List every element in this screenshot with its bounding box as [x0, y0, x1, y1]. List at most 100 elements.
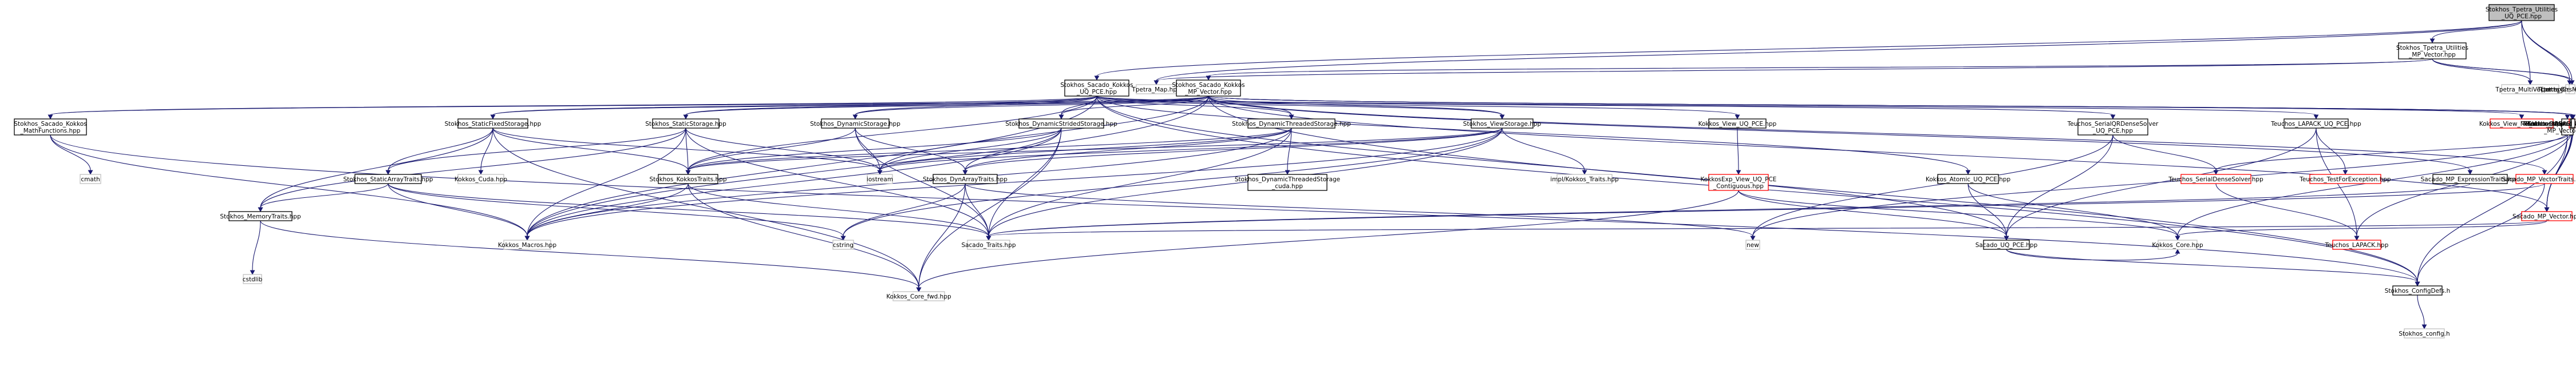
node-label: Stokhos_Tpetra_Utilities: [2486, 6, 2558, 13]
edge-arrowhead-vs-to-iostream: [877, 170, 883, 175]
edge-skmath-to-kmacros: [50, 134, 528, 237]
node-sat[interactable]: Stokhos_StaticArrayTraits.hpp: [343, 174, 433, 184]
node-label: _UQ_PCE.hpp: [2501, 13, 2542, 20]
node-ikt: impl/Kokkos_Traits.hpp: [1550, 174, 1619, 184]
node-cmath: cmath: [80, 174, 101, 184]
node-skt[interactable]: Stokhos_KokkosTraits.hpp: [649, 174, 727, 184]
node-dts[interactable]: Stokhos_DynamicThreadedStorage.hpp: [1232, 118, 1351, 129]
node-label: Teuchos_LAPACK.hpp: [2325, 242, 2389, 249]
edge-skmpv-to-iostream: [879, 95, 1209, 171]
node-label: _MathFunctions.hpp: [20, 128, 81, 134]
node-new: new: [1745, 240, 1760, 250]
node-label: Sacado_MP_Vector.hpp: [2512, 213, 2576, 220]
node-kcorefwd: Kokkos_Core_fwd.hpp: [886, 291, 951, 301]
node-kevc[interactable]: KokkosExp_View_UQ_PCE_Contiguous.hpp: [1701, 174, 1777, 191]
edge-arrowhead-tumpv-to-skmpv: [1206, 75, 1211, 81]
node-kmacros: Kokkos_Macros.hpp: [498, 240, 556, 250]
edge-sdat-to-new: [965, 183, 1753, 237]
node-label: Stokhos_StaticStorage.hpp: [645, 121, 726, 128]
node-box: [2180, 174, 2251, 184]
node-skupce[interactable]: Stokhos_Sacado_Kokkos_UQ_PCE.hpp: [1060, 79, 1133, 97]
node-ss[interactable]: Stokhos_StaticStorage.hpp: [645, 118, 726, 129]
edge-arrowhead-vs-to-skt: [685, 170, 691, 175]
edge-arrowhead-skmpv-to-smpvt: [2542, 170, 2547, 175]
edge-vs-to-stt: [988, 128, 1503, 237]
node-smpv[interactable]: Sacado_MP_Vector.hpp: [2512, 211, 2576, 221]
node-label: Kokkos_Atomic_MP_Vector.hpp: [2527, 121, 2576, 128]
node-tmap: Tpetra_Map.hpp: [1131, 84, 1181, 94]
edge-root-to-tumpv: [2432, 20, 2522, 39]
edge-dss-to-kmacros: [527, 128, 1062, 237]
node-tsqrupce[interactable]: Teuchos_SerialQRDenseSolver_UQ_PCE.hpp: [2067, 118, 2159, 136]
node-label: Stokhos_MemoryTraits.hpp: [220, 213, 301, 220]
edge-arrowhead-smt-to-cstdlib: [250, 270, 255, 275]
node-sfs[interactable]: Stokhos_StaticFixedStorage.hpp: [445, 118, 542, 129]
node-skmath[interactable]: Stokhos_Sacado_Kokkos_MathFunctions.hpp: [14, 118, 87, 136]
node-ttfe[interactable]: Teuchos_TestForException.hpp: [2299, 174, 2391, 184]
node-smpvt[interactable]: Sacado_MP_VectorTraits.hpp: [2502, 174, 2576, 184]
edge-arrowhead-tumpv-to-tcrsm: [2569, 80, 2575, 85]
node-kaupce[interactable]: Kokkos_Atomic_UQ_PCE.hpp: [1926, 174, 2011, 184]
node-tlupce[interactable]: Teuchos_LAPACK_UQ_PCE.hpp: [2270, 118, 2361, 129]
node-scd[interactable]: Stokhos_ConfigDefs.h: [2385, 285, 2450, 296]
edge-skt-to-kcorefwd: [688, 183, 919, 288]
edge-arrowhead-vs-to-sdat: [962, 170, 968, 175]
node-kvmpv[interactable]: Kokkos_View_MP_Vector.hpp: [2479, 118, 2565, 129]
node-tsqrmpv[interactable]: Teuchos_SerialQRDenseSolver_MP_Vector.hp…: [2522, 118, 2576, 136]
node-supce[interactable]: Sacado_UQ_PCE.hpp: [1976, 240, 2038, 250]
edge-skmpv-to-sfs: [492, 95, 1209, 116]
node-label: Sacado_MP_ExpressionTraits.hpp: [2421, 176, 2520, 183]
edge-skmpv-to-dts: [1208, 95, 1292, 116]
node-label: Sacado_UQ_PCE.hpp: [1976, 242, 2038, 249]
node-kampv[interactable]: Kokkos_Atomic_MP_Vector.hpp: [2527, 118, 2576, 129]
edge-kampv-to-smpv: [2546, 128, 2574, 208]
edge-tlmpv-to-new: [1752, 128, 2573, 237]
node-sdtsc[interactable]: Stokhos_DynamicThreadedStorage_cuda.hpp: [1235, 174, 1340, 191]
edge-arrowhead-tsds-to-tlapack: [2354, 236, 2360, 241]
edge-arrowhead-kvupce-to-kevc: [1736, 170, 1741, 175]
node-label: impl/Kokkos_Traits.hpp: [1550, 176, 1619, 183]
node-label: Stokhos_Tpetra_Utilities: [2396, 45, 2468, 51]
node-iostream: iostream: [867, 174, 893, 184]
node-box: [354, 174, 422, 184]
node-sdat[interactable]: Stokhos_DynArrayTraits.hpp: [923, 174, 1008, 184]
edge-skupce-to-tlupce: [1096, 95, 2317, 116]
edge-vs-to-kmacros: [527, 128, 1503, 237]
node-tlapack[interactable]: Teuchos_LAPACK.hpp: [2325, 240, 2389, 250]
node-dss[interactable]: Stokhos_DynamicStridedStorage.hpp: [1005, 118, 1117, 129]
node-vs[interactable]: Stokhos_ViewStorage.hpp: [1463, 118, 1542, 129]
edge-skupce-to-supce: [1096, 95, 2007, 237]
node-box: [2404, 328, 2445, 339]
node-box: [243, 274, 262, 284]
edge-smpvt-to-scd: [2417, 183, 2545, 282]
edge-ss-to-smt: [260, 128, 686, 208]
node-label: Teuchos_LAPACK_UQ_PCE.hpp: [2270, 121, 2361, 128]
edge-root-to-skupce: [1096, 20, 2522, 77]
edge-skmath-to-cmath: [50, 134, 91, 171]
node-box: [1983, 240, 2030, 250]
edge-supce-to-kcore: [2006, 249, 2178, 261]
edge-arrowhead-sat-to-smt: [258, 207, 263, 212]
node-skmpv[interactable]: Stokhos_Sacado_Kokkos_MP_Vector.hpp: [1172, 79, 1245, 97]
node-label: Teuchos_SerialDenseSolver.hpp: [2168, 176, 2263, 183]
edge-dss-to-stt: [988, 128, 1062, 237]
node-label: cstdlib: [243, 276, 263, 283]
edge-arrowhead-skt-to-stt: [986, 236, 991, 241]
edge-skupce-to-dts: [1096, 95, 1292, 116]
node-smpet[interactable]: Sacado_MP_ExpressionTraits.hpp: [2421, 174, 2520, 184]
node-box: [228, 211, 293, 221]
node-box: [1247, 118, 1336, 129]
edge-ds-to-stt: [855, 128, 989, 237]
node-root[interactable]: Stokhos_Tpetra_Utilities_UQ_PCE.hpp: [2486, 4, 2558, 21]
node-ds[interactable]: Stokhos_DynamicStorage.hpp: [810, 118, 900, 129]
edge-dts-to-kmacros: [527, 128, 1292, 237]
node-kvupce[interactable]: Kokkos_View_UQ_PCE.hpp: [1698, 118, 1777, 129]
edge-arrowhead-root-to-tumpv: [2429, 38, 2435, 43]
edge-smpv-to-stt: [988, 220, 2547, 237]
node-smt[interactable]: Stokhos_MemoryTraits.hpp: [220, 211, 301, 221]
node-box: [80, 174, 101, 184]
node-box: [933, 174, 998, 184]
node-tsds[interactable]: Teuchos_SerialDenseSolver.hpp: [2168, 174, 2263, 184]
node-tumpv[interactable]: Stokhos_Tpetra_Utilities_MP_Vector.hpp: [2396, 42, 2468, 59]
edge-sat-to-kmacros: [388, 183, 528, 237]
